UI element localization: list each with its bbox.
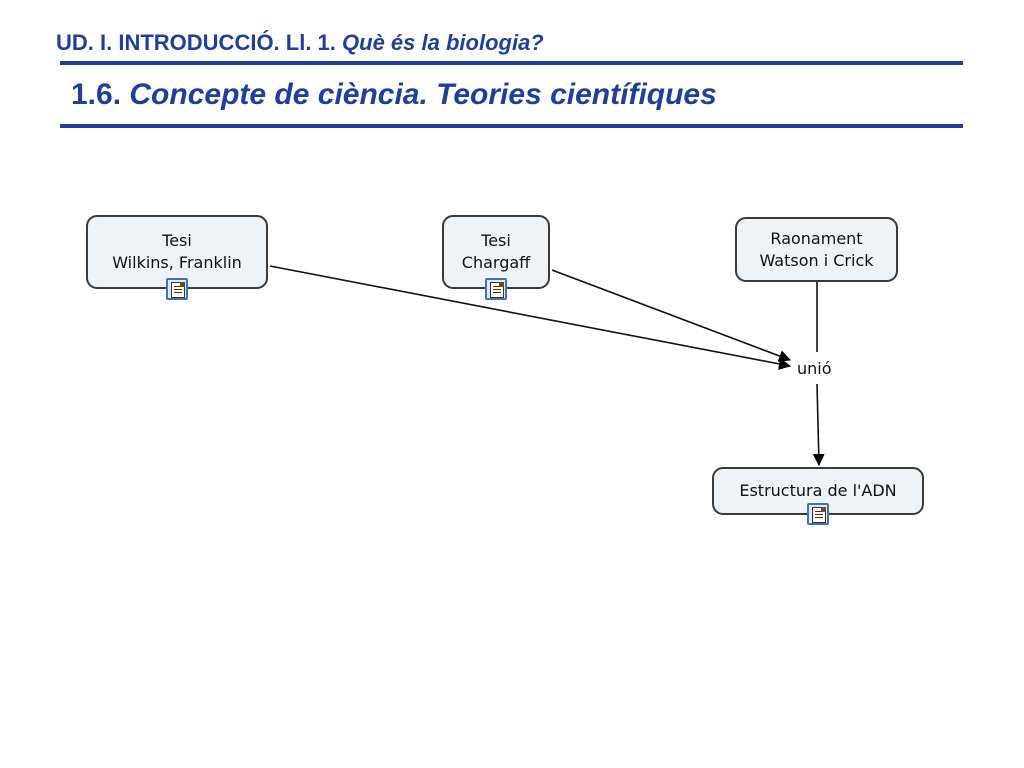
node-chargaff-line2: Chargaff bbox=[461, 253, 531, 272]
document-icon[interactable] bbox=[485, 278, 507, 300]
document-icon[interactable] bbox=[166, 278, 188, 300]
section-title-italic: Concepte de ciència. Teories científique… bbox=[129, 78, 717, 111]
node-wilkins-line1: Tesi bbox=[162, 231, 192, 250]
header-divider-bottom bbox=[60, 124, 963, 128]
unit-heading: UD. I. INTRODUCCIÓ. Ll. 1. Què és la bio… bbox=[56, 30, 544, 56]
node-watson-line2: Watson i Crick bbox=[759, 250, 874, 270]
connector-union-to-adn bbox=[812, 383, 825, 466]
section-title: 1.6. Concepte de ciència. Teories cientí… bbox=[71, 78, 717, 112]
concept-node-chargaff[interactable]: Tesi Chargaff bbox=[442, 215, 550, 289]
unit-heading-italic: Què és la biologia? bbox=[342, 30, 544, 55]
node-wilkins-line2: Wilkins, Franklin bbox=[112, 253, 242, 272]
section-title-number: 1.6. bbox=[71, 78, 122, 111]
concept-node-wilkins-franklin[interactable]: Tesi Wilkins, Franklin bbox=[86, 215, 268, 289]
unit-heading-prefix: UD. I. INTRODUCCIÓ. Ll. 1. bbox=[56, 30, 336, 55]
node-chargaff-line1: Tesi bbox=[481, 231, 511, 250]
node-adn-line1: Estructura de l'ADN bbox=[739, 481, 897, 500]
header-divider-top bbox=[60, 61, 963, 65]
concept-node-watson-crick[interactable]: Raonament Watson i Crick bbox=[735, 217, 898, 282]
document-icon[interactable] bbox=[807, 503, 829, 525]
connector-chargaff-to-union bbox=[551, 269, 791, 362]
link-label-union: unió bbox=[797, 359, 832, 378]
node-watson-line1: Raonament bbox=[770, 228, 863, 248]
connector-wilkins-to-union bbox=[269, 265, 791, 370]
